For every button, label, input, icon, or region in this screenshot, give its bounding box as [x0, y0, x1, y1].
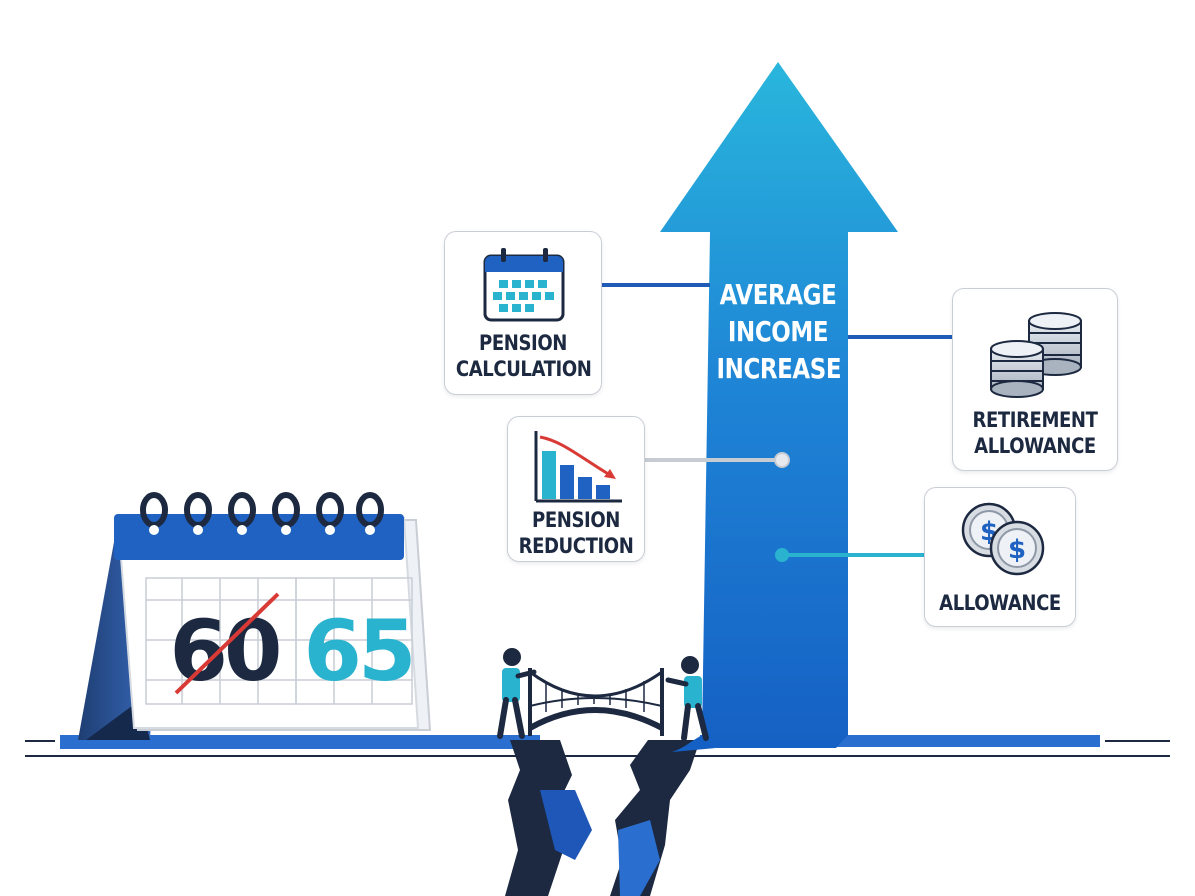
pension-calculation-line2: CALCULATION [455, 357, 592, 381]
pension-reduction-label: PENSION REDUCTION [518, 507, 635, 559]
chasm-gap [505, 740, 700, 896]
person-left-icon [497, 648, 537, 739]
retirement-allowance-line2: ALLOWANCE [974, 434, 1096, 458]
dollar-coins-icon: $ $ [961, 502, 1045, 576]
retirement-allowance-card: RETIREMENT ALLOWANCE [952, 288, 1118, 471]
pension-reduction-card: PENSION REDUCTION [507, 416, 645, 562]
svg-text:$: $ [1008, 535, 1026, 565]
arrow-label-line3: INCREASE [716, 352, 842, 385]
pension-calculation-label: PENSION CALCULATION [455, 330, 592, 382]
pension-calculation-card: PENSION CALCULATION [444, 231, 602, 395]
ground-lines [25, 735, 1170, 757]
suspension-bridge-icon [528, 668, 664, 736]
connector-lines [602, 283, 952, 562]
allowance-line1: ALLOWANCE [939, 591, 1061, 615]
arrow-label-line1: AVERAGE [719, 278, 837, 311]
new-retirement-age: 65 [304, 602, 413, 700]
desk-calendar-icon: 60 65 [78, 492, 432, 740]
calendar-grid-icon [483, 248, 565, 322]
cross-out-line [174, 592, 280, 695]
arrow-label-line2: INCOME [727, 315, 829, 348]
pension-reduction-line1: PENSION [532, 508, 620, 532]
allowance-label: ALLOWANCE [936, 590, 1065, 616]
pension-calculation-line1: PENSION [479, 331, 567, 355]
person-right-icon [665, 656, 709, 741]
income-increase-arrow [660, 62, 898, 752]
pension-reduction-line2: REDUCTION [518, 534, 634, 558]
arrow-label: AVERAGE INCOME INCREASE [716, 276, 842, 387]
allowance-card: $ $ ALLOWANCE [924, 487, 1076, 627]
retirement-allowance-label: RETIREMENT ALLOWANCE [964, 407, 1105, 459]
coin-stacks-icon [990, 312, 1082, 398]
declining-bar-chart-icon [534, 431, 622, 503]
retirement-allowance-line1: RETIREMENT [972, 408, 1098, 432]
